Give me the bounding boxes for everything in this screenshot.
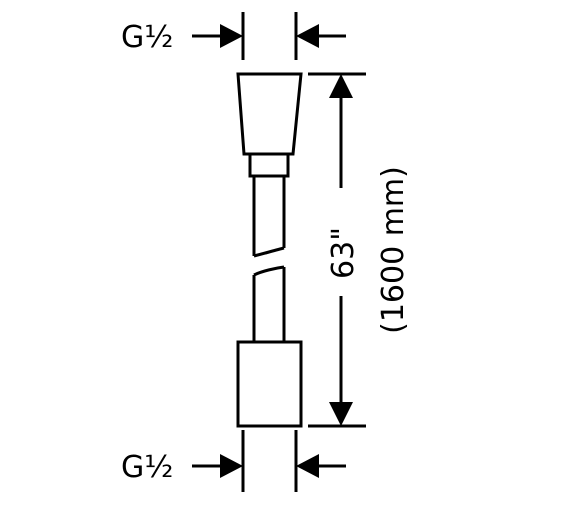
top-conical-nut [236, 72, 303, 156]
bottom-break-line [253, 265, 285, 277]
top-thread-dimension [192, 12, 346, 60]
bottom-thread-dimension [192, 430, 346, 492]
length-metric-label: (1600 mm) [376, 166, 411, 334]
bottom-left-arrowhead [220, 454, 243, 478]
length-imperial-label: 63" [326, 227, 361, 279]
bottom-cylindrical-nut [236, 340, 303, 428]
length-dimension [308, 72, 366, 428]
shower-hose [236, 72, 303, 428]
top-thread-label: G½ [121, 20, 173, 55]
bottom-thread-label: G½ [121, 450, 173, 485]
bottom-right-arrowhead [296, 454, 319, 478]
top-collar [248, 152, 290, 178]
length-bottom-arrowhead [329, 402, 353, 426]
top-right-arrowhead [296, 24, 319, 48]
top-break-line [253, 246, 285, 258]
length-top-arrowhead [329, 74, 353, 98]
top-left-arrowhead [220, 24, 243, 48]
